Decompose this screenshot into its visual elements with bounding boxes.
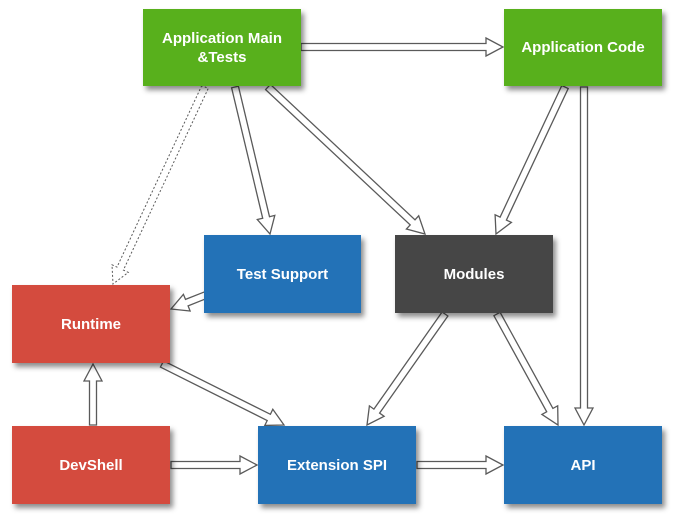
node-api-label: API	[570, 456, 596, 474]
node-test-support: Test Support	[204, 235, 361, 313]
node-application-code-label: Application Code	[521, 39, 645, 56]
arrow-modules-to-extension-spi	[366, 311, 449, 427]
node-runtime: Runtime	[12, 285, 170, 363]
arrow-app-main-tests-to-modules	[264, 83, 427, 235]
arrow-runtime-to-extension-spi	[159, 360, 286, 427]
node-api: API	[504, 426, 662, 504]
arrow-app-code-to-modules	[494, 84, 570, 236]
node-test-support-label: Test Support	[236, 265, 329, 283]
node-runtime-label: Runtime	[61, 315, 121, 333]
arrow-modules-to-api	[493, 311, 559, 427]
arrow-app-main-tests-to-app-code	[300, 36, 505, 58]
node-extension-spi-label: Extension SPI	[286, 456, 388, 474]
node-devshell-label: DevShell	[59, 456, 123, 474]
arrow-devshell-to-extension-spi	[170, 454, 259, 476]
arrow-app-main-tests-to-test-support	[230, 85, 276, 236]
node-application-code: Application Code	[504, 9, 662, 86]
arrow-app-main-tests-to-runtime	[111, 84, 209, 285]
node-application-main-tests: Application Main &Tests	[143, 9, 301, 86]
arrow-app-code-to-api	[573, 86, 595, 427]
node-modules-label: Modules	[443, 265, 505, 283]
node-modules: Modules	[395, 235, 553, 313]
arrow-test-support-to-runtime	[169, 290, 209, 312]
node-devshell: DevShell	[12, 426, 170, 504]
node-application-main-tests-label: Application Main &Tests	[162, 29, 282, 66]
arrow-extension-spi-to-api	[416, 454, 505, 476]
node-extension-spi: Extension SPI	[258, 426, 416, 504]
arrow-devshell-to-runtime	[82, 362, 104, 426]
